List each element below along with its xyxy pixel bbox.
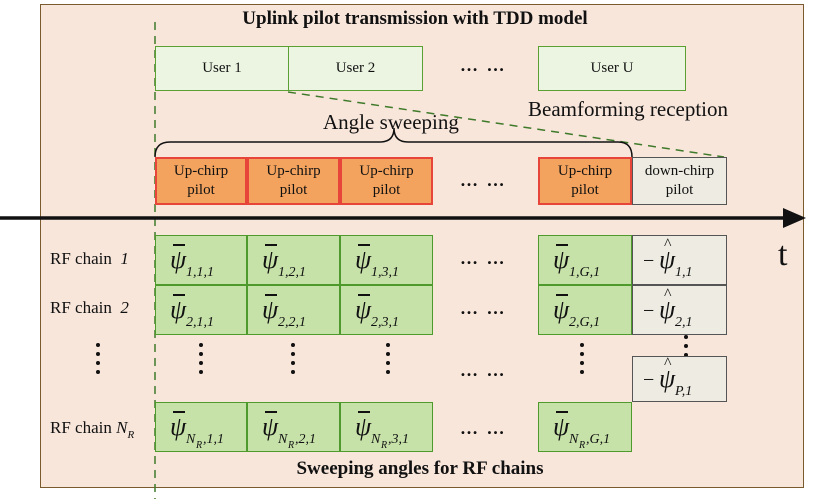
- row2-ellipsis: … …: [460, 298, 507, 318]
- col1-vdots: [199, 343, 203, 379]
- psi-cell-2-1: ψ 2,1,1: [155, 285, 247, 335]
- psi-cell-2-g: ψ 2,G,1: [538, 285, 632, 335]
- psi-cell-1-1: ψ 1,1,1: [155, 235, 247, 285]
- rf-chain-2-label: RF chain 2: [50, 298, 129, 317]
- hat-col-vdots: [684, 335, 688, 362]
- angle-sweeping-brace: [154, 127, 633, 158]
- rf-chain-nr-label: RF chain NR: [50, 418, 135, 441]
- chirp-ellipsis: … …: [460, 170, 507, 190]
- psi-cell-2-2: ψ 2,2,1: [247, 285, 340, 335]
- psi-cell-1-3: ψ 1,3,1: [340, 235, 433, 285]
- angle-sweeping-label: Angle sweeping: [323, 110, 459, 134]
- user-2-slot: User 2: [288, 46, 423, 91]
- rown-ellipsis: … …: [460, 418, 507, 438]
- middle-ellipsis: … …: [460, 360, 507, 380]
- psi-cell-n-1: ψ N R ,1,1: [155, 402, 247, 452]
- psi-cell-1-g: ψ 1,G,1: [538, 235, 632, 285]
- rf-label-vdots: [96, 343, 100, 379]
- user-ellipsis: … …: [460, 55, 507, 75]
- user-u-slot: User U: [538, 46, 686, 91]
- psi-cell-n-3: ψ N R ,3,1: [340, 402, 433, 452]
- time-axis-label: t: [778, 236, 788, 273]
- beamforming-reception-label: Beamforming reception: [528, 97, 729, 121]
- col2-vdots: [291, 343, 295, 379]
- hat-psi-cell-2: − ψ ^ 2,1: [632, 285, 727, 335]
- psi-cell-n-2: ψ N R ,2,1: [247, 402, 340, 452]
- user-1-slot: User 1: [155, 46, 289, 91]
- colg-vdots: [580, 343, 584, 379]
- beamforming-dashed-line: [287, 91, 725, 158]
- diagram-bottom-title: Sweeping angles for RF chains: [296, 458, 544, 479]
- psi-cell-1-2: ψ 1,2,1: [247, 235, 340, 285]
- row1-ellipsis: … …: [460, 248, 507, 268]
- psi-cell-2-3: ψ 2,3,1: [340, 285, 433, 335]
- time-axis-arrowhead: [783, 208, 806, 228]
- hat-psi-cell-1: − ψ ^ 1,1: [632, 235, 727, 285]
- diagram-title: Uplink pilot transmission with TDD model: [242, 8, 588, 29]
- rf-chain-1-label: RF chain 1: [50, 249, 129, 268]
- psi-cell-n-g: ψ N R ,G,1: [538, 402, 632, 452]
- col3-vdots: [386, 343, 390, 379]
- hat-psi-cell-p: − ψ ^ P,1: [632, 356, 727, 402]
